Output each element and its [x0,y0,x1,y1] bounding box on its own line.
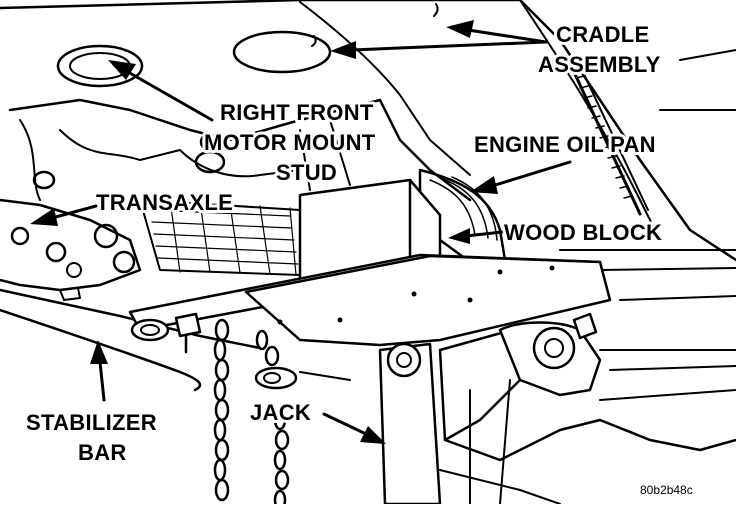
arrow-jack-head [360,426,386,444]
arrow-transaxle-head [30,208,58,226]
cradle-body-drawing [0,0,736,301]
arrow-transaxle [50,204,98,220]
label-jack: JACK [250,400,311,425]
callout-arrows [30,20,572,444]
label-stud-line1: RIGHT FRONT [220,100,374,125]
figure-reference: 80b2b48c [640,483,693,497]
arrow-wood-block [464,230,504,238]
label-cradle-line1: CRADLE [556,22,649,47]
bolts-drawing [130,312,351,390]
svg-text:RIGHT FRONT: RIGHT FRONT [220,100,374,125]
label-transaxle: TRANSAXLE [96,190,233,215]
label-cradle-line2: ASSEMBLY [538,52,661,77]
svg-text:STUD: STUD [276,160,337,185]
svg-text:TRANSAXLE: TRANSAXLE [96,190,233,215]
svg-text:MOTOR MOUNT: MOTOR MOUNT [204,130,376,155]
svg-text:CRADLE: CRADLE [556,22,649,47]
arrow-cradle-1-head [446,20,474,38]
label-wood-block: WOOD BLOCK [504,220,662,245]
jack-drawing [378,312,736,506]
label-stud-line3: STUD [276,160,337,185]
label-stabilizer-line2: BAR [78,440,127,465]
arrow-cradle-2-head [330,41,356,59]
svg-text:ENGINE OIL PAN: ENGINE OIL PAN [474,132,656,157]
svg-text:BAR: BAR [78,440,127,465]
jack-plate-drawing [128,253,612,347]
arrow-jack [322,412,368,436]
svg-text:ASSEMBLY: ASSEMBLY [538,52,661,77]
chains-drawing [213,318,290,509]
arrow-stabilizer [98,360,106,402]
arrow-wood-block-head [448,228,470,244]
arrow-oil-pan-head [470,176,498,194]
svg-text:STABILIZER: STABILIZER [26,410,157,435]
arrow-oil-pan [490,160,572,188]
arrow-stabilizer-head [90,340,108,364]
label-engine-oil-pan: ENGINE OIL PAN [474,132,656,157]
arrow-stud [126,70,214,122]
arrow-stud-head [108,60,136,80]
motor-mount-drawing [8,98,472,202]
wood-block-drawing [298,178,442,282]
arrow-cradle-1 [466,28,548,44]
label-stud-line2: MOTOR MOUNT [204,130,376,155]
svg-text:WOOD BLOCK: WOOD BLOCK [504,220,662,245]
label-stabilizer-line1: STABILIZER [26,410,157,435]
transaxle-drawing [0,198,142,301]
arrow-cradle-2 [350,40,548,52]
svg-text:JACK: JACK [250,400,311,425]
